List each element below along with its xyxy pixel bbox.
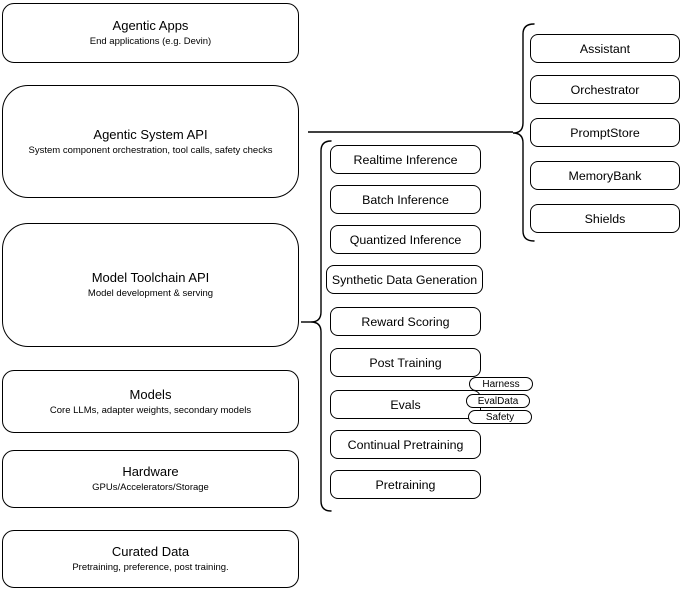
node-pretraining: Pretraining [330,470,481,499]
node-reward-scoring: Reward Scoring [330,307,481,336]
node-evals-safety: Safety [468,410,532,424]
node-continual-pretraining: Continual Pretraining [330,430,481,459]
node-promptstore: PromptStore [530,118,680,147]
node-models: Models Core LLMs, adapter weights, secon… [2,370,299,433]
node-orchestrator: Orchestrator [530,75,680,104]
node-title: Model Toolchain API [91,270,210,285]
node-agentic-apps: Agentic Apps End applications (e.g. Devi… [2,3,299,63]
toolchain-group-brace [310,140,332,512]
node-evals-harness: Harness [469,377,533,391]
node-title: Models [129,386,172,402]
node-quantized-inference: Quantized Inference [330,225,481,254]
node-subtitle: Model development & serving [87,288,214,299]
node-subtitle: End applications (e.g. Devin) [89,36,212,47]
node-batch-inference: Batch Inference [330,185,481,214]
node-subtitle: Core LLMs, adapter weights, secondary mo… [49,404,252,416]
node-title: Curated Data [111,544,190,559]
node-curated-data: Curated Data Pretraining, preference, po… [2,530,299,588]
node-assistant: Assistant [530,34,680,63]
node-agentic-system-api: Agentic System API System component orch… [2,85,299,198]
node-memorybank: MemoryBank [530,161,680,190]
node-synthetic-data-generation: Synthetic Data Generation [326,265,483,294]
node-model-toolchain-api: Model Toolchain API Model development & … [2,223,299,347]
node-subtitle: Pretraining, preference, post training. [72,562,229,573]
node-shields: Shields [530,204,680,233]
node-evals-evaldata: EvalData [466,394,530,408]
node-post-training: Post Training [330,348,481,377]
node-realtime-inference: Realtime Inference [330,145,481,174]
node-subtitle: GPUs/Accelerators/Storage [92,482,209,493]
node-hardware: Hardware GPUs/Accelerators/Storage [2,450,299,508]
node-subtitle: System component orchestration, tool cal… [28,144,273,156]
node-title: Agentic System API [93,126,208,142]
node-title: Agentic Apps [112,18,189,33]
node-evals: Evals [330,390,481,419]
node-title: Hardware [122,464,179,479]
